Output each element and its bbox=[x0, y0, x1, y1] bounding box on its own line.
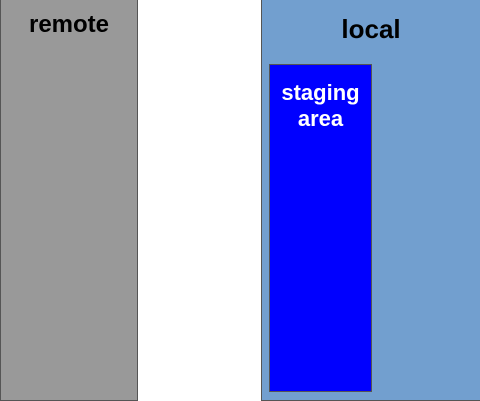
remote-region bbox=[0, 0, 138, 401]
staging-area-label-line-1: staging bbox=[281, 80, 360, 105]
staging-area-label: staging area bbox=[269, 80, 372, 132]
staging-area-label-line-2: area bbox=[297, 106, 344, 131]
staging-area-region bbox=[269, 64, 372, 392]
local-label: local bbox=[341, 14, 401, 44]
remote-label: remote bbox=[28, 11, 110, 38]
